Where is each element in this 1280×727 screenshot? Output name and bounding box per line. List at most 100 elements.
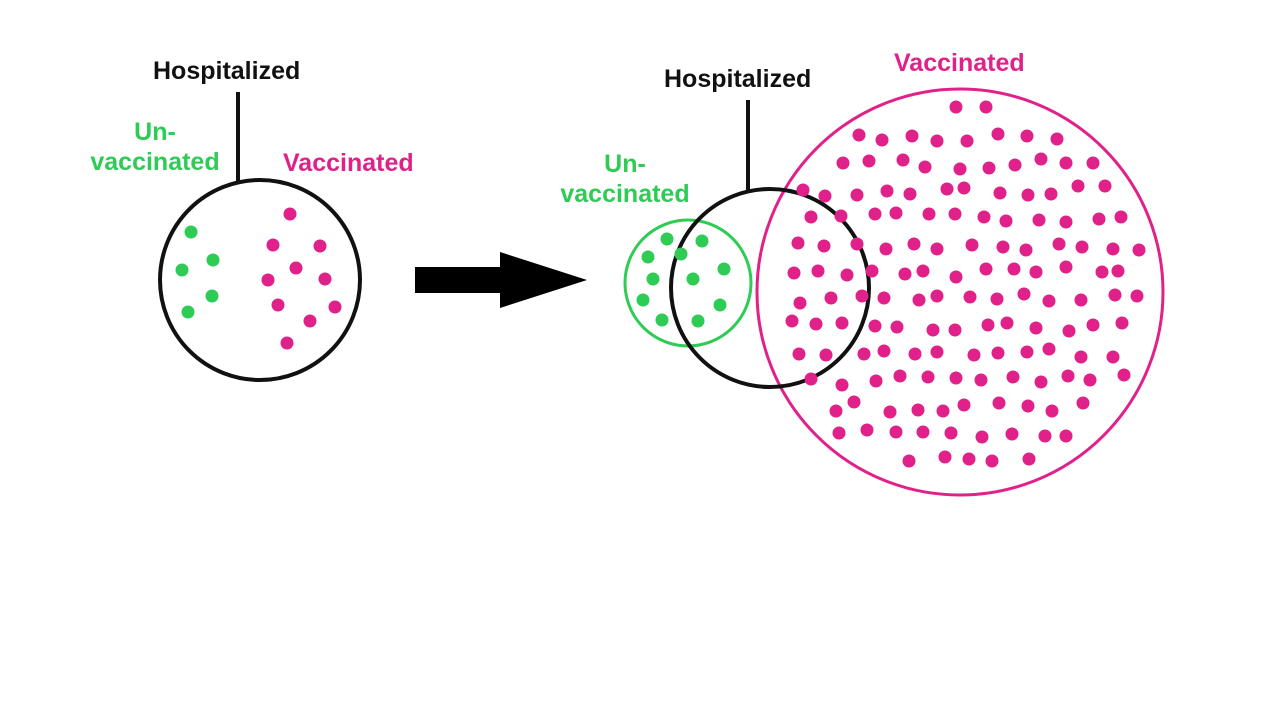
vaccinated-dot xyxy=(1108,288,1122,302)
vaccinated-dot xyxy=(982,161,996,175)
vaccinated-dot xyxy=(940,182,954,196)
vaccinated-dot xyxy=(1034,375,1048,389)
right-unvaccinated-label-line1: Un- xyxy=(604,150,646,178)
vaccinated-dot xyxy=(1074,350,1088,364)
right-vaccinated-dots xyxy=(785,100,1146,468)
vaccinated-dot xyxy=(883,405,897,419)
vaccinated-dot xyxy=(890,320,904,334)
vaccinated-dot xyxy=(880,184,894,198)
vaccinated-dot xyxy=(1029,321,1043,335)
vaccinated-dot xyxy=(869,374,883,388)
vaccinated-dot xyxy=(948,323,962,337)
unvaccinated-dot xyxy=(184,225,198,239)
vaccinated-dot xyxy=(868,319,882,333)
vaccinated-dot xyxy=(903,187,917,201)
vaccinated-dot xyxy=(1059,215,1073,229)
left-vaccinated-label: Vaccinated xyxy=(283,149,414,177)
vaccinated-dot xyxy=(905,129,919,143)
vaccinated-dot xyxy=(811,264,825,278)
vaccinated-dot xyxy=(834,209,848,223)
vaccinated-dot xyxy=(817,239,831,253)
vaccinated-dot xyxy=(962,452,976,466)
unvaccinated-dot xyxy=(655,313,669,327)
vaccinated-dot xyxy=(836,156,850,170)
vaccinated-dot xyxy=(328,300,342,314)
vaccinated-dot xyxy=(832,426,846,440)
vaccinated-dot xyxy=(875,133,889,147)
vaccinated-dot xyxy=(1021,188,1035,202)
unvaccinated-dot xyxy=(660,232,674,246)
vaccinated-dot xyxy=(1130,289,1144,303)
right-hospitalized-circle xyxy=(669,187,871,389)
vaccinated-dot xyxy=(902,454,916,468)
vaccinated-dot xyxy=(271,298,285,312)
vaccinated-dot xyxy=(1059,260,1073,274)
vaccinated-dot xyxy=(793,296,807,310)
vaccinated-dot xyxy=(1020,129,1034,143)
vaccinated-dot xyxy=(877,291,891,305)
vaccinated-dot xyxy=(965,238,979,252)
vaccinated-dot xyxy=(960,134,974,148)
vaccinated-dot xyxy=(818,189,832,203)
vaccinated-dot xyxy=(967,348,981,362)
vaccinated-dot xyxy=(911,403,925,417)
vaccinated-dot xyxy=(949,371,963,385)
right-vaccinated-label: Vaccinated xyxy=(894,49,1025,77)
vaccinated-dot xyxy=(957,181,971,195)
vaccinated-dot xyxy=(1045,404,1059,418)
vaccinated-dot xyxy=(1071,179,1085,193)
vaccinated-dot xyxy=(974,373,988,387)
vaccinated-dot xyxy=(889,425,903,439)
vaccinated-dot xyxy=(953,162,967,176)
vaccinated-dot xyxy=(1106,242,1120,256)
vaccinated-dot xyxy=(1086,156,1100,170)
left-unvaccinated-label-line2: vaccinated xyxy=(90,148,220,176)
unvaccinated-dot xyxy=(175,263,189,277)
vaccinated-dot xyxy=(930,242,944,256)
unvaccinated-dot xyxy=(686,272,700,286)
vaccinated-dot xyxy=(889,206,903,220)
left-hospitalized-label: Hospitalized xyxy=(153,57,301,85)
vaccinated-dot xyxy=(1017,287,1031,301)
vaccinated-dot xyxy=(930,134,944,148)
vaccinated-dot xyxy=(860,423,874,437)
vaccinated-dot xyxy=(930,289,944,303)
vaccinated-dot xyxy=(1052,237,1066,251)
vaccinated-dot xyxy=(893,369,907,383)
vaccinated-dot xyxy=(1007,262,1021,276)
vaccinated-dot xyxy=(977,210,991,224)
vaccinated-dot xyxy=(975,430,989,444)
vaccinated-dot xyxy=(1098,179,1112,193)
vaccinated-dot xyxy=(840,268,854,282)
vaccinated-dot xyxy=(949,100,963,114)
vaccinated-dot xyxy=(1086,318,1100,332)
vaccinated-dot xyxy=(1061,369,1075,383)
vaccinated-dot xyxy=(1050,132,1064,146)
vaccinated-dot xyxy=(824,291,838,305)
vaccinated-dot xyxy=(855,289,869,303)
vaccinated-dot xyxy=(1076,396,1090,410)
vaccinated-dot xyxy=(896,153,910,167)
vaccinated-dot xyxy=(261,273,275,287)
vaccinated-dot xyxy=(835,378,849,392)
vaccinated-dot xyxy=(1034,152,1048,166)
vaccinated-dot xyxy=(1020,345,1034,359)
vaccinated-dot xyxy=(1000,316,1014,330)
vaccinated-dot xyxy=(850,237,864,251)
vaccinated-dot xyxy=(985,454,999,468)
vaccinated-dot xyxy=(787,266,801,280)
left-unvaccinated-label-line1: Un- xyxy=(134,118,176,146)
vaccinated-dot xyxy=(829,404,843,418)
vaccinated-dot xyxy=(912,293,926,307)
vaccinated-dot xyxy=(1111,264,1125,278)
vaccinated-dot xyxy=(819,348,833,362)
vaccinated-dot xyxy=(1083,373,1097,387)
vaccinated-dot xyxy=(1059,156,1073,170)
left-unvaccinated-label: Un- vaccinated xyxy=(80,117,230,177)
unvaccinated-dot xyxy=(717,262,731,276)
vaccinated-dot xyxy=(283,207,297,221)
unvaccinated-dot xyxy=(205,289,219,303)
vaccinated-dot xyxy=(809,317,823,331)
